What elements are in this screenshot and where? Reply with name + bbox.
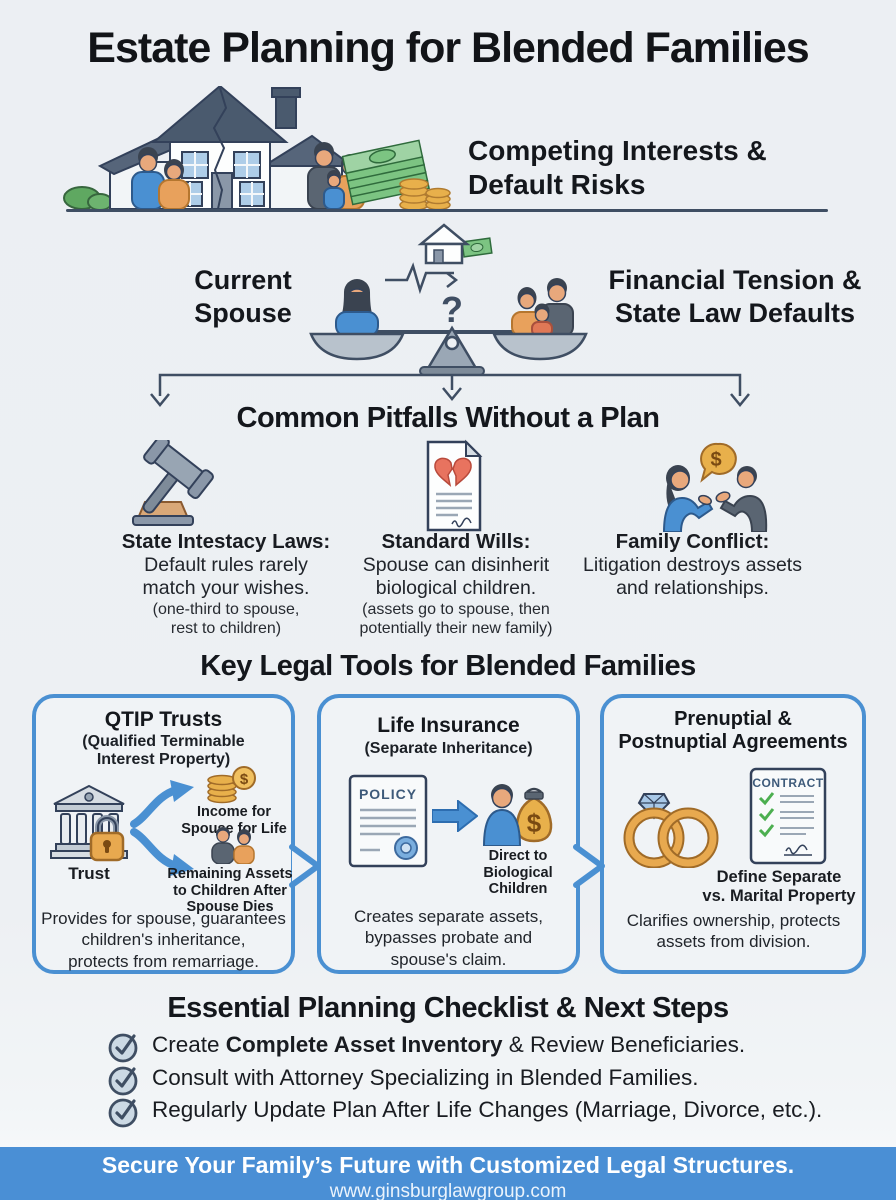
page-title: Estate Planning for Blended Families (87, 24, 809, 72)
dollar-symbol: $ (240, 771, 249, 788)
bank-trust-lock-icon (50, 784, 128, 862)
policy-label: POLICY (359, 786, 417, 802)
qtip-title: QTIP Trusts (104, 708, 223, 731)
checklist-item-text: Create Complete Asset Inventory & Review… (152, 1032, 872, 1058)
coins-icon: $ (207, 766, 256, 804)
couple-icon (211, 827, 255, 864)
qtip-subtitle: (Qualified Terminable Interest Property) (82, 733, 245, 769)
pitfall-title: State Intestacy Laws: (121, 530, 331, 553)
pitfall-note: (assets go to spouse, then potentially t… (359, 601, 553, 638)
gavel-icon (132, 440, 214, 526)
footer-banner: Secure Your Family’s Future with Customi… (0, 1147, 896, 1200)
checklist-item-text: Regularly Update Plan After Life Changes… (152, 1097, 892, 1123)
qtip-description: Provides for spouse, guarantees children… (41, 909, 286, 971)
pitfalls-heading: Common Pitfalls Without a Plan (236, 402, 660, 434)
arguing-couple-icon: $ (662, 442, 768, 532)
dollar-symbol: $ (527, 808, 542, 838)
pitfall-family-conflict: Family Conflict: Litigation destroys ass… (535, 530, 850, 600)
chevron-right-icon (573, 844, 605, 888)
pitfall-standard-wills: Standard Wills: Spouse can disinherit bi… (300, 530, 612, 639)
pitfall-body: Spouse can disinherit biological childre… (362, 554, 550, 600)
tools-heading: Key Legal Tools for Blended Families (200, 650, 696, 682)
pitfall-title: Standard Wills: (381, 530, 531, 553)
dollar-symbol: $ (710, 449, 721, 471)
scale-right-label: Financial Tension & State Law Defaults (608, 265, 862, 328)
policy-document-icon: POLICY (348, 774, 428, 868)
life-insurance-description: Creates separate assets, bypasses probat… (354, 907, 543, 969)
scale-left-label: Current Spouse (194, 265, 292, 328)
balance-scale-icon: ? (309, 223, 588, 375)
pitfall-body: Default rules rarely match your wishes. (142, 554, 310, 600)
question-mark: ? (441, 289, 463, 330)
checklist-text-pre: Consult with Attorney Specializing in Bl… (152, 1065, 699, 1090)
checklist-text-pre: Create (152, 1032, 226, 1057)
pitfall-intestacy: State Intestacy Laws: Default rules rare… (70, 530, 382, 639)
checklist-item-text: Consult with Attorney Specializing in Bl… (152, 1065, 872, 1091)
wedding-rings-icon (623, 793, 719, 868)
broken-house-blended-families-icon (63, 86, 451, 211)
prenuptial-outcome: Define Separate vs. Marital Property (702, 868, 856, 905)
branch-arrows-connector (150, 373, 750, 407)
beneficiary-moneybag-icon: $ (482, 784, 553, 846)
right-arrow-icon (432, 800, 478, 832)
checklist-text-bold: Complete Asset Inventory (225, 1032, 503, 1057)
life-insurance-title: Life Insurance (377, 714, 520, 737)
pitfall-body: Litigation destroys assets and relations… (583, 554, 802, 600)
prenuptial-description: Clarifies ownership, protects assets fro… (626, 911, 841, 952)
footer-headline: Secure Your Family’s Future with Customi… (101, 1152, 795, 1178)
ground-divider (66, 209, 828, 212)
prenuptial-title: Prenuptial & Postnuptial Agreements (618, 708, 848, 753)
hero-caption: Competing Interests & Default Risks (468, 135, 767, 201)
qtip-trusts-box (32, 694, 295, 974)
contract-label: CONTRACT (752, 776, 823, 790)
footer-website: www.ginsburglawgroup.com (329, 1181, 567, 1200)
check-circle-icon (108, 1098, 138, 1128)
broken-heart-will-icon (426, 439, 483, 532)
qtip-outcome-remainder: Remaining Assets to Children After Spous… (167, 866, 293, 916)
checklist-text-post: & Review Beneficiaries. (502, 1032, 746, 1057)
curved-arrows-icon (130, 780, 194, 876)
life-insurance-subtitle: (Separate Inheritance) (364, 740, 533, 757)
checklist-heading: Essential Planning Checklist & Next Step… (167, 992, 729, 1024)
pitfall-note: (one-third to spouse, rest to children) (152, 601, 300, 638)
trust-label: Trust (68, 864, 110, 883)
chevron-right-icon (289, 844, 321, 888)
checklist-text-pre: Regularly Update Plan After Life Changes… (152, 1097, 823, 1122)
contract-checklist-icon: CONTRACT (749, 767, 827, 865)
life-insurance-outcome: Direct to Biological Children (483, 848, 553, 898)
check-circle-icon (108, 1066, 138, 1096)
pitfall-title: Family Conflict: (615, 530, 770, 553)
check-circle-icon (108, 1033, 138, 1063)
